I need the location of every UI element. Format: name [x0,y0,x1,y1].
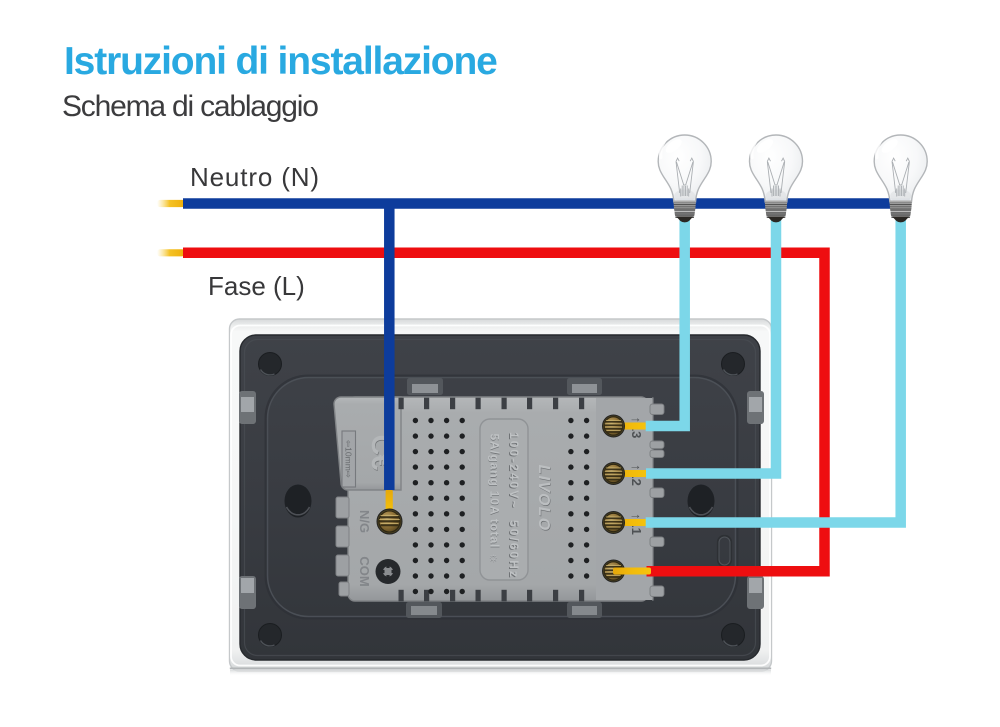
svg-text:100-240V~ 50/60Hz: 100-240V~ 50/60Hz [506,433,520,578]
svg-text:100-240V~ 50/60Hz: 100-240V~ 50/60Hz [507,432,521,577]
svg-text:COM: COM [357,556,372,586]
svg-text:LIVOLO: LIVOLO [535,465,552,532]
svg-text:LIVOLO: LIVOLO [536,465,553,532]
svg-text:⇦10mm⇨: ⇦10mm⇨ [344,440,354,479]
svg-text:5A/gang 10A total ☼: 5A/gang 10A total ☼ [487,434,501,564]
svg-text:N/G: N/G [357,510,372,533]
svg-text:5A/gang 10A total ☼: 5A/gang 10A total ☼ [488,434,502,564]
